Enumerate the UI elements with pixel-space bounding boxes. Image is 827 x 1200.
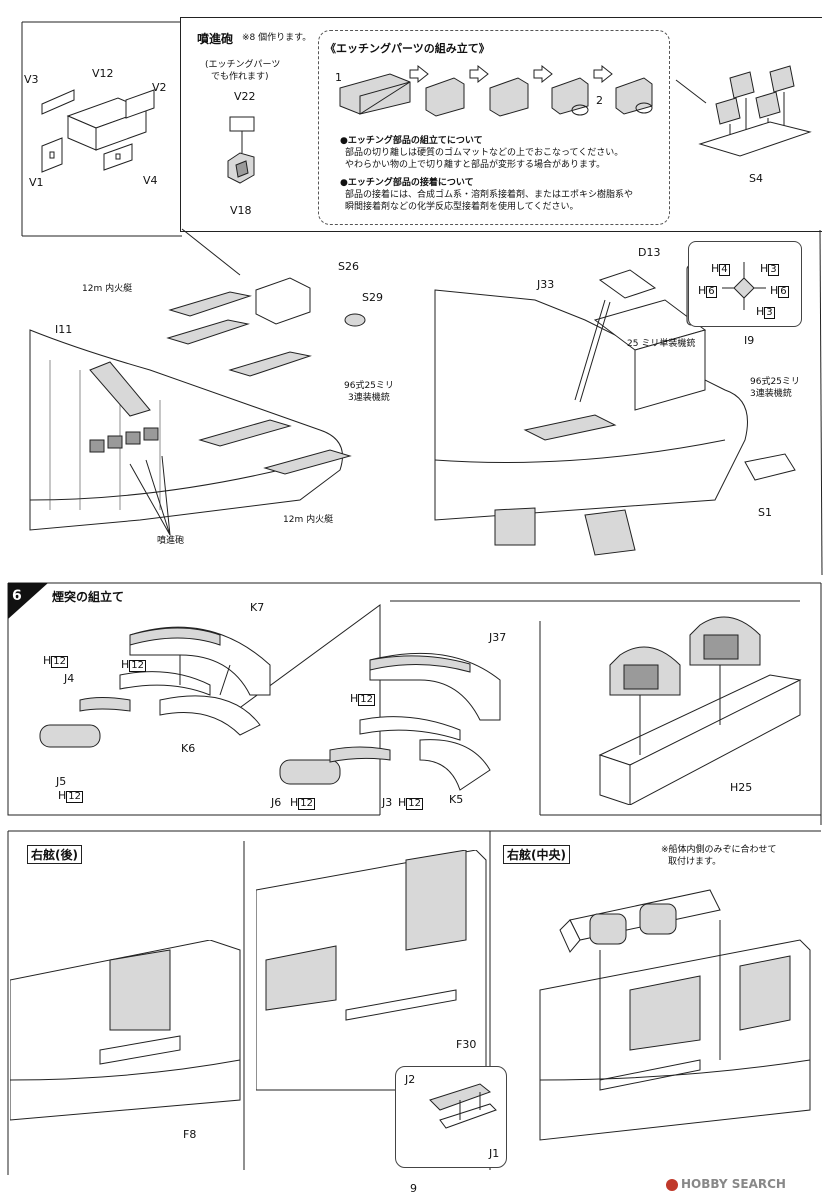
bullet-1-line-1: 部品の切り離しは硬質のゴムマットなどの上でおこなってください。 — [345, 148, 624, 158]
step6-frame — [7, 582, 822, 1175]
frame-lines — [21, 21, 823, 576]
part-k5: K5 — [449, 793, 464, 806]
etching-step-1: 1 — [335, 71, 342, 84]
part-j3: J3 — [382, 796, 393, 809]
step6-badge — [8, 583, 48, 619]
etching-instructions-box — [318, 30, 670, 225]
watermark: HOBBY SEARCH — [666, 1177, 786, 1191]
part-i9: I9 — [744, 334, 755, 347]
rear-hull-drawing — [10, 940, 241, 1121]
part-v3: V3 — [24, 73, 39, 86]
page-number: 9 — [410, 1182, 417, 1195]
step6-title: 煙突の組立て — [52, 590, 125, 604]
h-parts-drawing — [722, 262, 766, 310]
boat-label-top: 12m 内火艇 — [82, 284, 133, 294]
bullet-1-title: ●エッチング部品の組立てについて — [340, 136, 483, 146]
part-i11: I11 — [55, 323, 73, 336]
bullet-2-line-1: 部品の接着には、合成ゴム系・溶剤系接着剤、またはエポキシ樹脂系や — [345, 190, 634, 200]
part-f30: F30 — [456, 1038, 477, 1051]
funnel-3-drawing — [598, 616, 802, 805]
part-v18: V18 — [230, 204, 252, 217]
part-v12: V12 — [92, 67, 114, 80]
mg-single-label: 25 ミリ単装機銃 — [627, 339, 696, 349]
part-j1: J1 — [489, 1147, 500, 1160]
deck-left-drawing — [29, 277, 366, 536]
rocket-count-note: ※8 個作ります。 — [242, 33, 312, 43]
etching-step-2: 2 — [596, 94, 603, 107]
groove-note-1: ※船体内側のみぞに合わせて — [661, 845, 777, 855]
funnel-2-drawing — [279, 652, 501, 791]
part-h25: H25 — [730, 781, 753, 794]
step6-number: 6 — [12, 588, 22, 604]
etch-alt-note-2: でも作れます) — [211, 72, 269, 82]
deck-right-drawing — [434, 264, 796, 556]
rocket-label: 噴進砲 — [157, 536, 185, 546]
mg-triple-label-left-2: 3連装機銃 — [348, 393, 390, 403]
rocket-launcher-panel — [180, 17, 822, 232]
part-v2: V2 — [152, 81, 167, 94]
rocket-title: 噴進砲 — [197, 32, 234, 46]
groove-note-2: 取付けます。 — [668, 857, 722, 867]
part-j6: J6 — [271, 796, 282, 809]
part-s29: S29 — [362, 291, 383, 304]
part-v22: V22 — [234, 90, 256, 103]
part-s4: S4 — [749, 172, 763, 185]
s4-rack-drawing — [698, 65, 812, 157]
rear-starboard-title: 右舷(後) — [27, 845, 82, 864]
center-starboard-title: 右舷(中央) — [503, 845, 570, 864]
watermark-logo-icon — [666, 1178, 678, 1191]
part-j5: J5 — [56, 775, 67, 788]
etch-alt-note-1: (エッチングパーツ — [205, 60, 281, 70]
part-k6: K6 — [181, 742, 196, 755]
mg-triple-label-left: 96式25ミリ — [344, 381, 394, 391]
j-parts-drawing — [429, 1083, 497, 1129]
part-s1: S1 — [758, 506, 772, 519]
etching-steps-drawing — [339, 64, 653, 117]
mg-triple-label-right-2: 3連装機銃 — [750, 389, 792, 399]
part-s26: S26 — [338, 260, 359, 273]
part-d13: D13 — [638, 246, 661, 259]
part-j33: J33 — [537, 278, 555, 291]
funnel-1-drawing — [39, 626, 271, 748]
v-parts-box — [41, 89, 155, 173]
bullet-2-line-2: 瞬間接着剤などの化学反応型接着剤を使用してください。 — [345, 202, 579, 212]
rocket-launcher-drawing — [227, 116, 255, 184]
mid-hull-drawing — [539, 889, 811, 1141]
boat-label-bottom: 12m 内火艇 — [283, 515, 334, 525]
center-hull-drawing — [256, 850, 487, 1091]
part-v1: V1 — [29, 176, 44, 189]
bullet-1-line-2: やわらかい物の上で切り離すと部品が変形する場合があります。 — [345, 160, 606, 170]
part-j37: J37 — [489, 631, 507, 644]
part-f8: F8 — [183, 1128, 197, 1141]
part-v4: V4 — [143, 174, 158, 187]
part-j4: J4 — [64, 672, 75, 685]
mg-triple-label-right: 96式25ミリ — [750, 377, 800, 387]
bullet-2-title: ●エッチング部品の接着について — [340, 178, 474, 188]
part-j2: J2 — [405, 1073, 416, 1086]
part-k7: K7 — [250, 601, 265, 614]
etching-title: 《エッチングパーツの組み立て》 — [325, 42, 490, 55]
